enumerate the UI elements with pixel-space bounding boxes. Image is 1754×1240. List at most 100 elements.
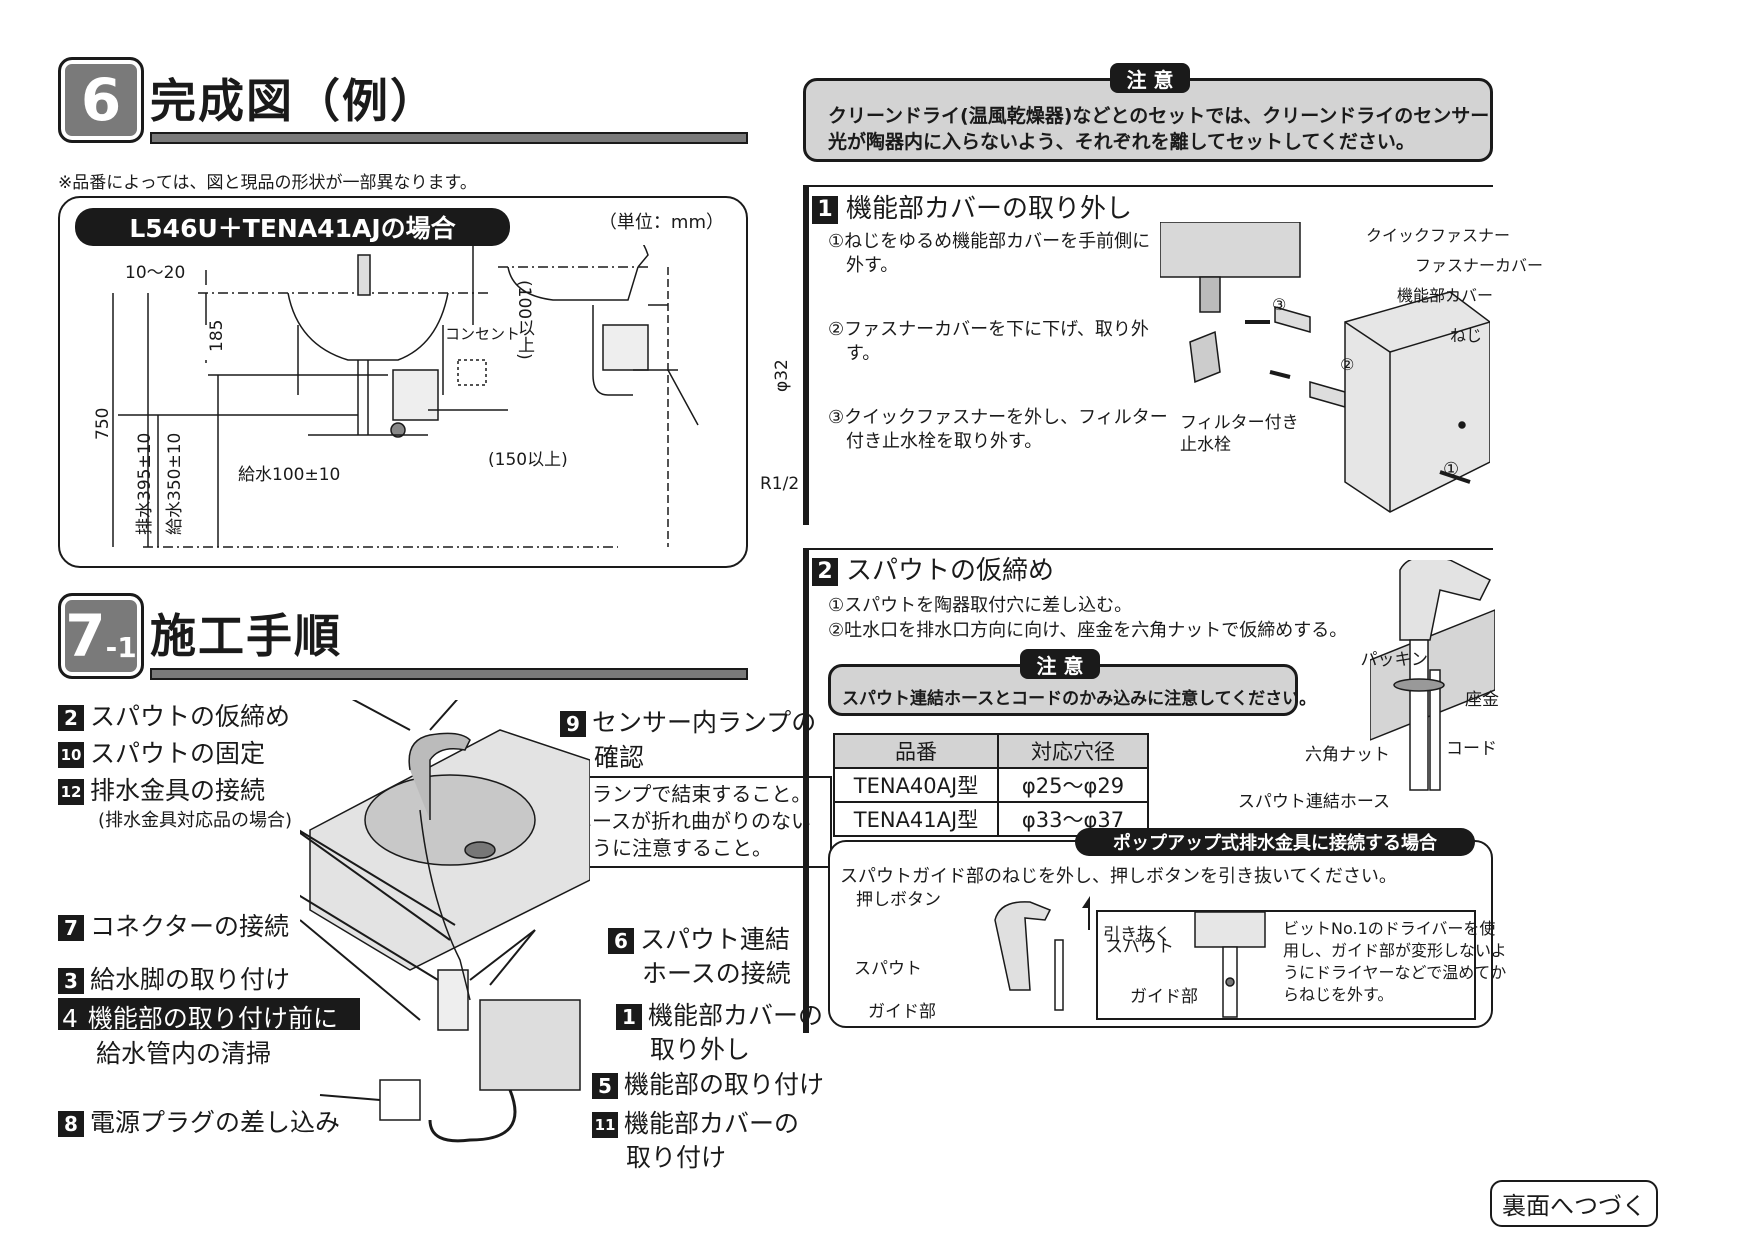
- popup-guide2-label: ガイド部: [1130, 987, 1198, 1007]
- label-packing: パッキン: [1360, 650, 1429, 670]
- badge-number: 6: [80, 66, 122, 134]
- table-header: 対応穴径: [997, 733, 1149, 769]
- step-1-label-line2: 取り外し: [650, 1035, 751, 1064]
- callout-3: ③: [1272, 295, 1287, 314]
- item-line: 付き止水栓を取り外す。: [846, 431, 1043, 452]
- step-num: 11: [592, 1112, 618, 1138]
- completion-diagram-svg: [112, 245, 699, 548]
- driver-note-line: 用し、ガイド部が変形しないよ: [1283, 941, 1507, 960]
- driver-note-box: [1096, 910, 1476, 1020]
- popup-guide-label: ガイド部: [868, 1002, 936, 1022]
- callout-1: ①: [1443, 459, 1460, 480]
- step-num: 7: [58, 915, 84, 941]
- step-two-title: スパウトの仮締め: [846, 556, 1055, 586]
- step-text: 機能部カバーの: [624, 1109, 800, 1138]
- label-washer: 座金: [1465, 690, 1499, 710]
- step-4-highlight: [58, 998, 360, 1030]
- diagram-panel-label: L546U＋TENA41AJの場合: [75, 208, 510, 246]
- step-num: 5: [592, 1073, 618, 1099]
- step-two-item-1: ①スパウトを陶器取付穴に差し込む。: [828, 595, 1133, 616]
- step-text: 機能部カバーの: [648, 1001, 824, 1030]
- clamp-note-line: ホースが折れ曲がりのない: [572, 809, 811, 833]
- step-text: 機能部の取り付け: [624, 1070, 825, 1099]
- step-one-sidebar: [803, 185, 809, 525]
- top-caution-line1: クリーンドライ(温風乾燥器)などとのセットでは、クリーンドライのセンサー: [828, 105, 1490, 127]
- step-num: 10: [58, 742, 84, 768]
- label-cord: コード: [1446, 739, 1497, 759]
- dim-outlet: コンセント: [445, 325, 521, 343]
- guide-closeup-illustration: [1194, 912, 1266, 1018]
- label-quick-fastener: クイックファスナー: [1366, 226, 1511, 245]
- cover-removal-illustration: [1160, 222, 1490, 513]
- popup-pull-label: 引き抜く: [1103, 925, 1171, 945]
- step-one-item-1: ①ねじをゆるめ機能部カバーを手前側に 外す。: [828, 230, 1150, 278]
- step-num: 1: [616, 1004, 642, 1030]
- dim-supply-100: 給水100±10: [238, 465, 341, 485]
- label-filter-valve-2: 止水栓: [1180, 435, 1231, 455]
- step-num: 6: [608, 928, 634, 954]
- product-note: ※品番によっては、図と現品の形状が一部異なります。: [58, 173, 477, 193]
- continue-on-back-label: 裏面へつづく: [1490, 1180, 1658, 1227]
- table-header: 品番: [833, 733, 999, 769]
- step-one-item-2: ②ファスナーカバーを下に下げ、取り外 す。: [828, 318, 1149, 366]
- driver-note-line: ビットNo.1のドライバーを使: [1283, 919, 1496, 938]
- step-11-label-line2: 取り付け: [626, 1143, 727, 1172]
- driver-note: ビットNo.1のドライバーを使 用し、ガイド部が変形しないよ うにドライヤーなど…: [1283, 918, 1507, 1006]
- step-text: コネクターの接続: [90, 912, 290, 941]
- step-text: センサー内ランプの: [592, 708, 817, 737]
- step-num: 2: [58, 705, 84, 731]
- step-text: 機能部の取り付け前に: [87, 1004, 338, 1033]
- basin-illustration: [300, 700, 590, 1143]
- table-cell: φ33～φ37: [997, 801, 1149, 837]
- dim-150-plus: (150以上): [488, 450, 568, 470]
- item-line: 外す。: [846, 255, 899, 276]
- step-two-heading: 2 スパウトの仮締め: [812, 550, 1054, 587]
- dim-750: 750: [93, 407, 113, 440]
- top-caution-line2: 光が陶器内に入らないよう、それぞれを離してセットしてください。: [828, 131, 1415, 153]
- section-7-1-badge: 7-1: [58, 593, 144, 679]
- badge-number-sub: -1: [105, 630, 137, 664]
- step-12-subnote: (排水金具対応品の場合): [98, 810, 293, 831]
- unit-label: （単位：mm）: [598, 212, 724, 233]
- dim-100-plus: (100以上): [514, 280, 534, 360]
- step-4-label-line2: 給水管内の清掃: [96, 1039, 272, 1068]
- popup-push-button-label: 押しボタン: [856, 890, 941, 910]
- driver-note-line: うにドライヤーなどで温めてか: [1283, 963, 1507, 982]
- label-function-cover: 機能部カバー: [1396, 286, 1493, 305]
- callout-2: ②: [1340, 355, 1355, 374]
- step-two-item-2: ②吐水口を排水口方向に向け、座金を六角ナットで仮締めする。: [828, 620, 1348, 641]
- step-one-num: 1: [812, 195, 838, 224]
- item-line: ①ねじをゆるめ機能部カバーを手前側に: [828, 231, 1151, 252]
- table-row: TENA41AJ型 φ33～φ37: [833, 801, 1149, 837]
- label-spout-hose: スパウト連結ホース: [1237, 792, 1390, 812]
- dim-drain-395: 排水395±10: [135, 432, 155, 535]
- step-two-caution-label: 注 意: [1020, 649, 1100, 679]
- section-6-title-bar: [150, 132, 748, 144]
- step-num: 3: [58, 968, 84, 994]
- dim-r-half: R1/2: [760, 474, 800, 494]
- popup-spout-illustration: [994, 896, 1090, 1011]
- step-text: スパウトの仮締め: [90, 702, 291, 731]
- item-line: ②ファスナーカバーを下に下げ、取り外: [828, 319, 1149, 340]
- step-two-num: 2: [812, 557, 838, 586]
- label-fastener-cover: ファスナーカバー: [1415, 256, 1544, 275]
- spout-install-illustration: [1370, 560, 1495, 791]
- step-text: 給水脚の取り付け: [90, 965, 291, 994]
- clamp-note-box: クランプで結束すること。 ホースが折れ曲がりのない ように注意すること。: [562, 776, 832, 868]
- item-line: ③クイックファスナーを外し、フィルター: [828, 407, 1168, 428]
- step-one-item-3: ③クイックファスナーを外し、フィルター 付き止水栓を取り外す。: [828, 406, 1168, 454]
- popup-drain-label: ポップアップ式排水金具に接続する場合: [1075, 828, 1475, 856]
- driver-note-line: らねじを外す。: [1283, 985, 1394, 1004]
- label-screw: ねじ: [1450, 326, 1483, 345]
- label-filter-valve-1: フィルター付き: [1180, 413, 1299, 433]
- dim-10-20: 10～20: [125, 263, 186, 283]
- section-7-1-title: 施工手順: [150, 609, 342, 663]
- step-6-label-line2: ホースの接続: [642, 959, 791, 988]
- dim-supply-350: 給水350±10: [165, 432, 185, 535]
